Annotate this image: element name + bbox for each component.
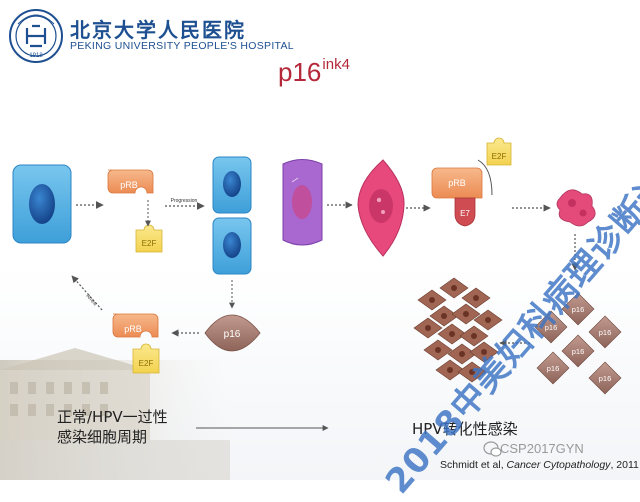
prb-complex-1: pRB [107,169,154,194]
infected-purple-cell [282,159,323,246]
e2f-free-2: E2F [486,137,512,166]
citation: Schmidt et al, Cancer Cytopathology, 201… [440,459,639,471]
title-superscript: ink4 [322,56,350,73]
p16-diamond: p16 [536,351,570,385]
prb-e7-complex: pRB E7 [431,167,483,227]
p16-label: p16 [599,328,612,337]
p16-label: p16 [572,305,585,314]
prb-label-1: pRB [120,180,138,190]
citation-journal: Cancer Cytopathology [506,459,611,471]
p16-overexpression-cluster: p16 p16 p16 p16 p16 p16 [534,292,622,395]
hospital-name-english: PEKING UNIVERSITY PEOPLE'S HOSPITAL [70,40,294,52]
p16-label: p16 [572,347,585,356]
arrow-arrest [71,275,103,311]
arrest-label: Arrest [85,293,99,307]
p16-label: p16 [599,374,612,383]
e2f-release-curve [477,159,493,196]
e2f-label-1: E2F [142,239,157,248]
citation-authors: Schmidt et al, [440,459,507,471]
e2f-free-1: E2F [135,224,163,253]
caption-normal-line1: 正常/HPV一过性 [57,408,168,426]
transformed-pink-cell [357,159,405,257]
normal-blue-cell [12,164,72,244]
seal-year: 1918 [29,53,43,59]
p16-diamond: p16 [534,310,568,344]
p16-label: p16 [547,364,560,373]
hospital-seal-logo: 1918 [9,9,63,63]
caption-hpv-transforming: HPV转化性感染 [412,420,518,438]
tumor-nuclei [425,285,491,375]
wechat-icon [483,441,502,457]
dividing-cells [212,156,252,275]
campus-photo-backdrop [0,348,230,480]
citation-year: , 2011 [610,459,639,471]
p16-diamond: p16 [561,334,595,368]
title-main: p16 [278,57,322,87]
p16-label-normal: p16 [224,329,241,340]
progression-label: Progression [171,198,198,204]
prb-label-2: pRB [124,324,142,334]
p16-pathway-diagram: pRB E2F Progression p16 pRB E2F Arrest [12,137,622,457]
p16-diamond: p16 [588,361,622,395]
p16-node-normal: p16 [204,314,261,352]
caption-normal-line2: 感染细胞周期 [57,428,148,446]
hospital-name-chinese: 北京大学人民医院 [70,18,246,42]
e2f-label-2: E2F [139,359,154,368]
e7-label: E7 [460,209,470,218]
pink-cell-cluster [556,189,596,227]
prb-label-3: pRB [448,178,466,188]
e2f-label-3: E2F [492,152,507,161]
slide-title: p16ink4 [278,56,350,88]
p16-diamond: p16 [588,315,622,349]
p16-diamond: p16 [561,292,595,326]
prb-complex-2: pRB E2F [112,313,160,374]
p16-label: p16 [545,323,558,332]
wechat-watermark: CSP2017GYN [500,441,584,456]
